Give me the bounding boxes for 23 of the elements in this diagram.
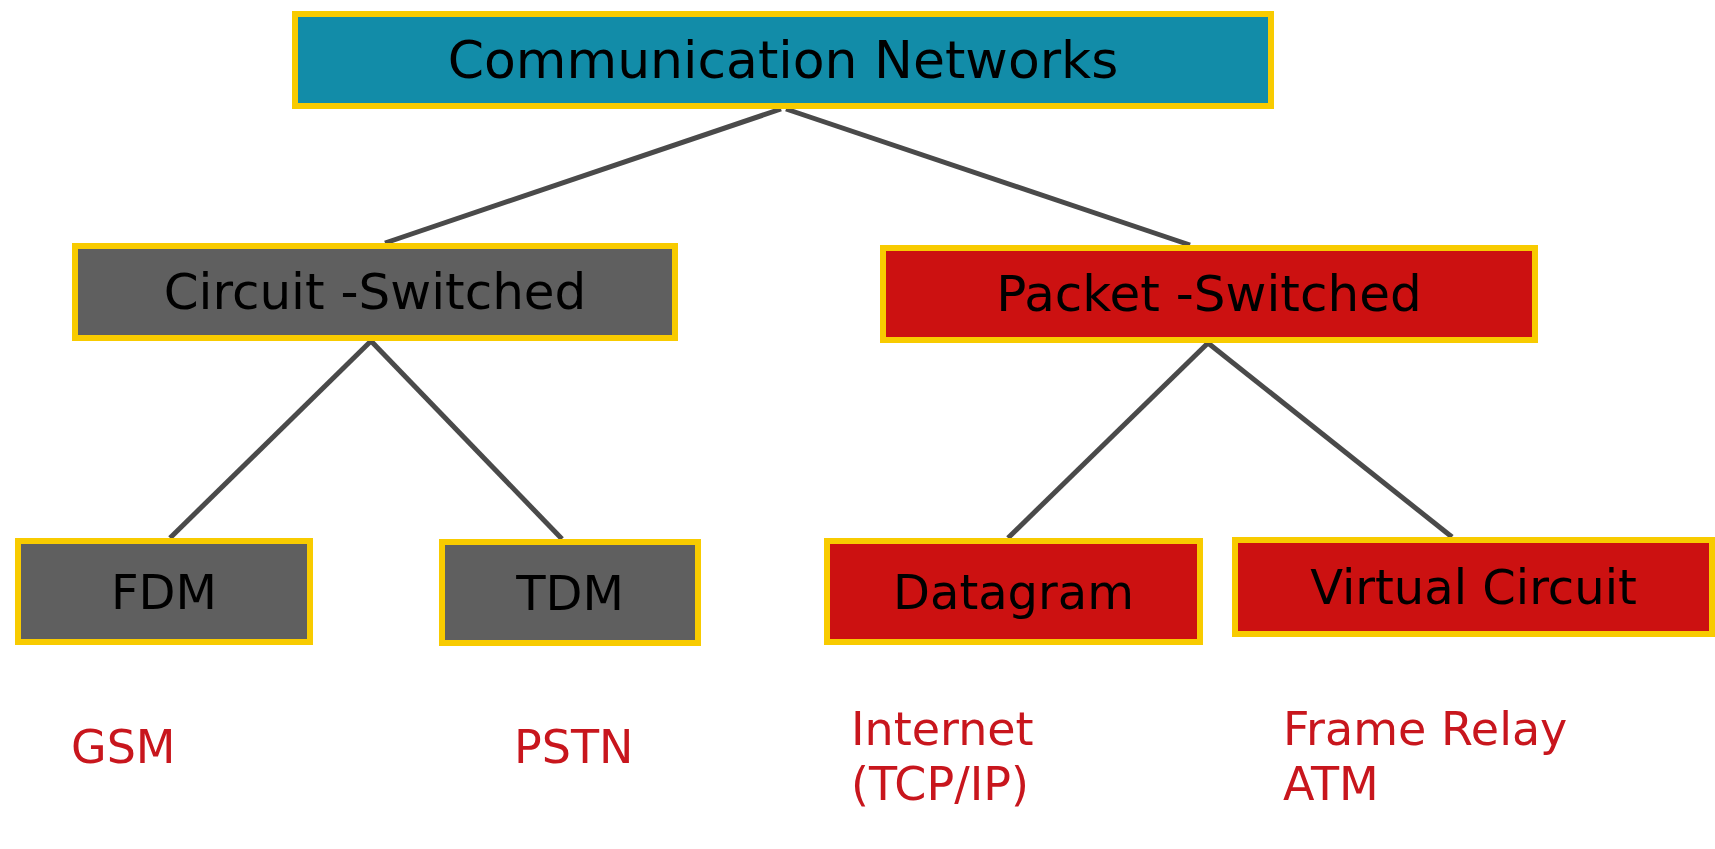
category-box xyxy=(439,539,701,646)
node-label: FDM xyxy=(111,563,217,620)
category-box xyxy=(824,538,1203,645)
node-label: Datagram xyxy=(893,563,1134,620)
example-label: Frame Relay xyxy=(1283,702,1569,758)
example-label: PSTN xyxy=(514,720,635,776)
connector-line xyxy=(168,339,373,540)
category-box xyxy=(1232,537,1715,637)
connector-line xyxy=(369,339,564,541)
category-box xyxy=(292,11,1274,109)
node-label: Circuit -Switched xyxy=(163,263,587,321)
category-box xyxy=(880,245,1538,343)
node-label: Virtual Circuit xyxy=(1310,559,1637,615)
example-label: ATM xyxy=(1283,757,1380,813)
connector-line xyxy=(1006,341,1210,540)
node-label: TDM xyxy=(516,564,624,621)
example-label: GSM xyxy=(71,720,177,776)
category-box xyxy=(72,243,678,341)
connector-line xyxy=(1206,341,1454,539)
example-label: Internet (TCP/IP) xyxy=(851,702,1035,813)
node-label: Communication Networks xyxy=(447,30,1119,90)
category-box xyxy=(15,538,313,645)
node-label: Packet -Switched xyxy=(996,265,1422,323)
